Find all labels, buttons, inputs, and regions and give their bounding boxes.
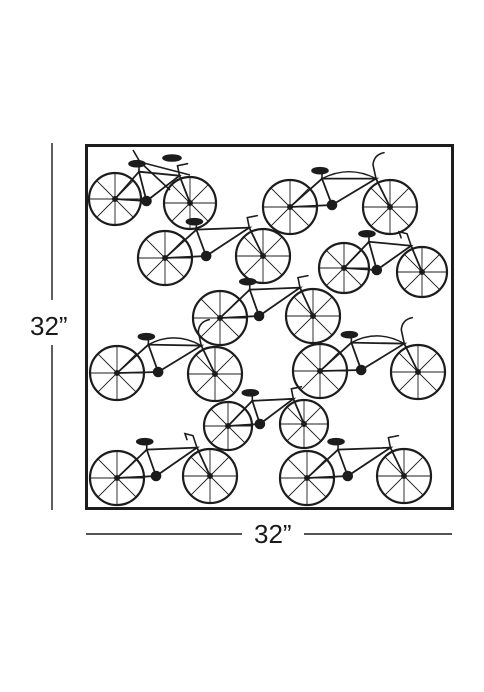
front-wheel [278,398,330,450]
front-wheel [234,227,292,285]
bicycles-group [87,149,449,507]
saddle [238,277,257,286]
saddle [135,437,154,446]
bicycle [278,434,433,507]
height-label: 32” [30,309,68,343]
square-frame [85,144,454,510]
handlebar [397,230,412,247]
front-wheel [361,178,419,236]
bicycle [291,316,447,401]
handlebar [297,274,309,289]
saddle [137,332,156,341]
rear-wheel [202,400,254,452]
bike-frame [289,177,391,208]
width-label: 32” [248,521,298,547]
bicycle [88,432,239,507]
front-wheel [181,447,239,505]
bicycle [261,151,419,236]
bicycle [88,318,244,403]
front-wheel [186,345,244,403]
handlebar [183,432,198,449]
handlebar [387,434,400,449]
saddle [358,229,376,238]
handlebar [246,214,259,229]
handlebar [400,316,414,345]
saddle [311,166,329,175]
front-wheel [395,245,449,299]
rear-wheel [136,229,194,287]
saddle [185,217,204,226]
handlebar [197,318,211,347]
bicycle [202,386,330,452]
saddle [241,388,260,397]
bicycle [191,274,342,347]
bicycle [317,229,449,299]
handlebar [290,386,303,400]
bicycle [132,149,191,191]
saddle [327,437,345,446]
handlebar [372,151,385,180]
front-wheel [389,343,447,401]
rear-wheel [278,449,336,507]
bicycle [136,214,292,287]
front-wheel [375,447,433,505]
saddle [340,330,359,339]
front-wheel [284,287,342,345]
